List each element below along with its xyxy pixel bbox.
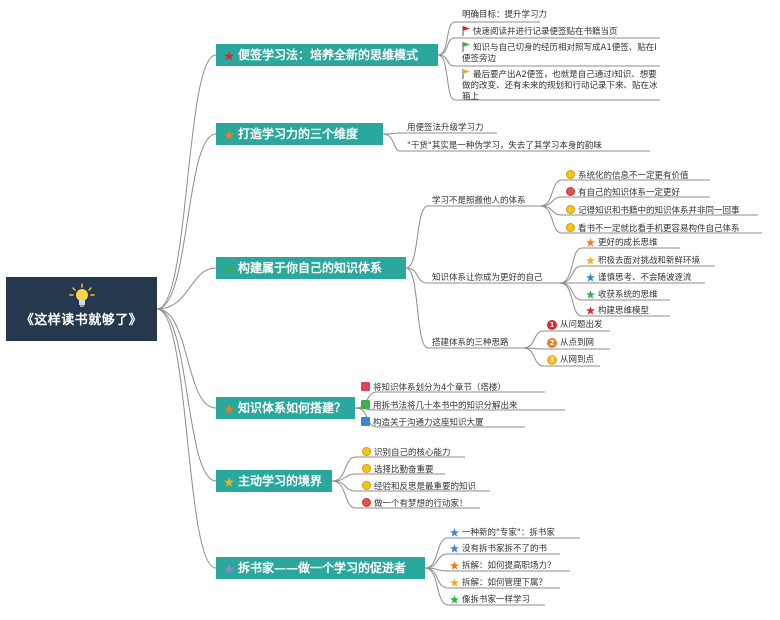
face-icon — [566, 205, 575, 214]
leaf-experience[interactable]: 经验和反思是最重要的知识 — [362, 481, 476, 493]
leaf-pseudo-learning[interactable]: "干货"其实是一种伪学习，失去了其学习本身的韵味 — [407, 141, 602, 151]
person-icon — [361, 417, 370, 426]
sub-three-ways[interactable]: 搭建体系的三种思路 — [432, 338, 509, 348]
red-flag-icon — [462, 26, 470, 36]
lightbulb-icon — [6, 283, 157, 309]
leaf-challenge[interactable]: 积极去面对挑战和新鲜环境 — [586, 256, 700, 267]
branch-three-dimensions[interactable]: 打造学习力的三个维度 — [216, 123, 383, 145]
star-icon — [586, 238, 595, 247]
face-icon — [362, 447, 371, 456]
star-icon — [586, 256, 595, 265]
branch-label: 拆书家——做一个学习的促进者 — [238, 561, 407, 575]
branch-label: 打造学习力的三个维度 — [238, 127, 359, 141]
checkbox-icon — [361, 400, 370, 409]
face-icon — [362, 498, 371, 507]
leaf-remember[interactable]: 记得知识和书籍中的知识体系并非同一回事 — [566, 205, 740, 217]
star-icon — [450, 578, 459, 587]
leaf-communication[interactable]: 构造关于沟通力这座知识大厦 — [361, 417, 484, 429]
star-icon — [586, 290, 595, 299]
leaf-upgrade[interactable]: 用便签法升级学习力 — [407, 123, 484, 133]
branch-sticky-note-method[interactable]: 便签学习法：培养全新的思维模式 — [216, 44, 438, 66]
yellow-flag-icon — [462, 69, 470, 79]
star-icon — [450, 595, 459, 604]
star-icon — [450, 561, 459, 570]
sub-better-self[interactable]: 知识体系让你成为更好的自己 — [432, 273, 543, 283]
star-icon — [450, 544, 459, 553]
leaf-growth[interactable]: 更好的成长思维 — [586, 238, 658, 249]
star-icon — [224, 564, 234, 574]
leaf-system-thinking[interactable]: 收获系统的思维 — [586, 290, 658, 301]
leaf-model[interactable]: 构建思维模型 — [586, 306, 649, 317]
branch-how-to-build[interactable]: 知识体系如何搭建？ — [216, 397, 355, 419]
branch-label: 主动学习的境界 — [238, 474, 323, 488]
leaf-manage[interactable]: 拆解：如何管理下属？ — [450, 578, 547, 589]
face-icon — [566, 223, 575, 232]
leaf-careful[interactable]: 谨慎思考、不会随波逐流 — [586, 273, 692, 284]
central-topic[interactable]: 《这样读书就够了》 — [6, 277, 157, 341]
branch-label: 知识体系如何搭建？ — [238, 401, 347, 415]
face-icon — [566, 170, 575, 179]
face-icon — [362, 481, 371, 490]
branch-book-splitter[interactable]: 拆书家——做一个学习的促进者 — [216, 557, 425, 579]
branch-build-knowledge-system[interactable]: 构建属于你自己的知识体系 — [216, 257, 406, 279]
number-3-icon: 3 — [547, 355, 557, 365]
number-1-icon: 1 — [547, 320, 557, 330]
leaf-four-chapters[interactable]: 将知识体系划分为4个章节（塔楼） — [361, 382, 506, 394]
leaf-core-ability[interactable]: 识别自己的核心能力 — [362, 447, 451, 459]
star-icon — [224, 404, 234, 414]
branch-label: 构建属于你自己的知识体系 — [238, 261, 383, 275]
face-icon — [362, 464, 371, 473]
star-icon — [586, 306, 595, 315]
star-icon — [586, 273, 595, 282]
central-topic-title: 《这样读书就够了》 — [20, 313, 143, 328]
star-icon — [224, 477, 234, 487]
leaf-a1-note[interactable]: 知识与自己切身的经历相对照写成A1便签、贴在I便签旁边 — [462, 42, 657, 64]
leaf-goal[interactable]: 明确目标：提升学习力 — [462, 10, 548, 20]
leaf-split-books[interactable]: 用拆书法将几十本书中的知识分解出来 — [361, 400, 518, 412]
branch-label: 便签学习法：培养全新的思维模式 — [238, 48, 419, 62]
leaf-systematic[interactable]: 系统化的信息不一定更有价值 — [566, 170, 689, 182]
star-icon — [224, 130, 234, 140]
green-flag-icon — [462, 42, 470, 52]
sub-not-copy[interactable]: 学习不是照搬他人的体系 — [432, 196, 526, 206]
star-icon — [224, 264, 234, 274]
star-icon — [450, 528, 459, 537]
leaf-choice[interactable]: 选择比勤奋重要 — [362, 464, 434, 476]
face-icon — [566, 187, 575, 196]
leaf-a2-note[interactable]: 最后要产出A2便签，也就是自己通过I知识、想要做的改变、还有未来的规划和行动记录… — [462, 69, 658, 102]
leaf-new-expert[interactable]: 一种新的"专家"：拆书家 — [450, 528, 555, 539]
leaf-learn-like[interactable]: 像拆书家一样学习 — [450, 595, 530, 606]
number-2-icon: 2 — [547, 338, 557, 348]
star-icon — [224, 51, 234, 61]
leaf-own-system[interactable]: 有自己的知识体系一定更好 — [566, 187, 680, 199]
leaf-workplace[interactable]: 拆解：如何提高职场力？ — [450, 561, 556, 572]
leaf-reading-phone[interactable]: 看书不一定就比看手机更容易构件自己体系 — [566, 223, 740, 235]
leaf-quick-read[interactable]: 快速阅读并进行记录便签贴在书籍当页 — [462, 26, 618, 38]
branch-active-learning[interactable]: 主动学习的境界 — [216, 470, 332, 492]
tower-icon — [361, 382, 370, 391]
leaf-dreamer[interactable]: 做一个有梦想的行动家！ — [362, 498, 468, 510]
leaf-no-book[interactable]: 没有拆书家拆不了的书 — [450, 544, 547, 555]
